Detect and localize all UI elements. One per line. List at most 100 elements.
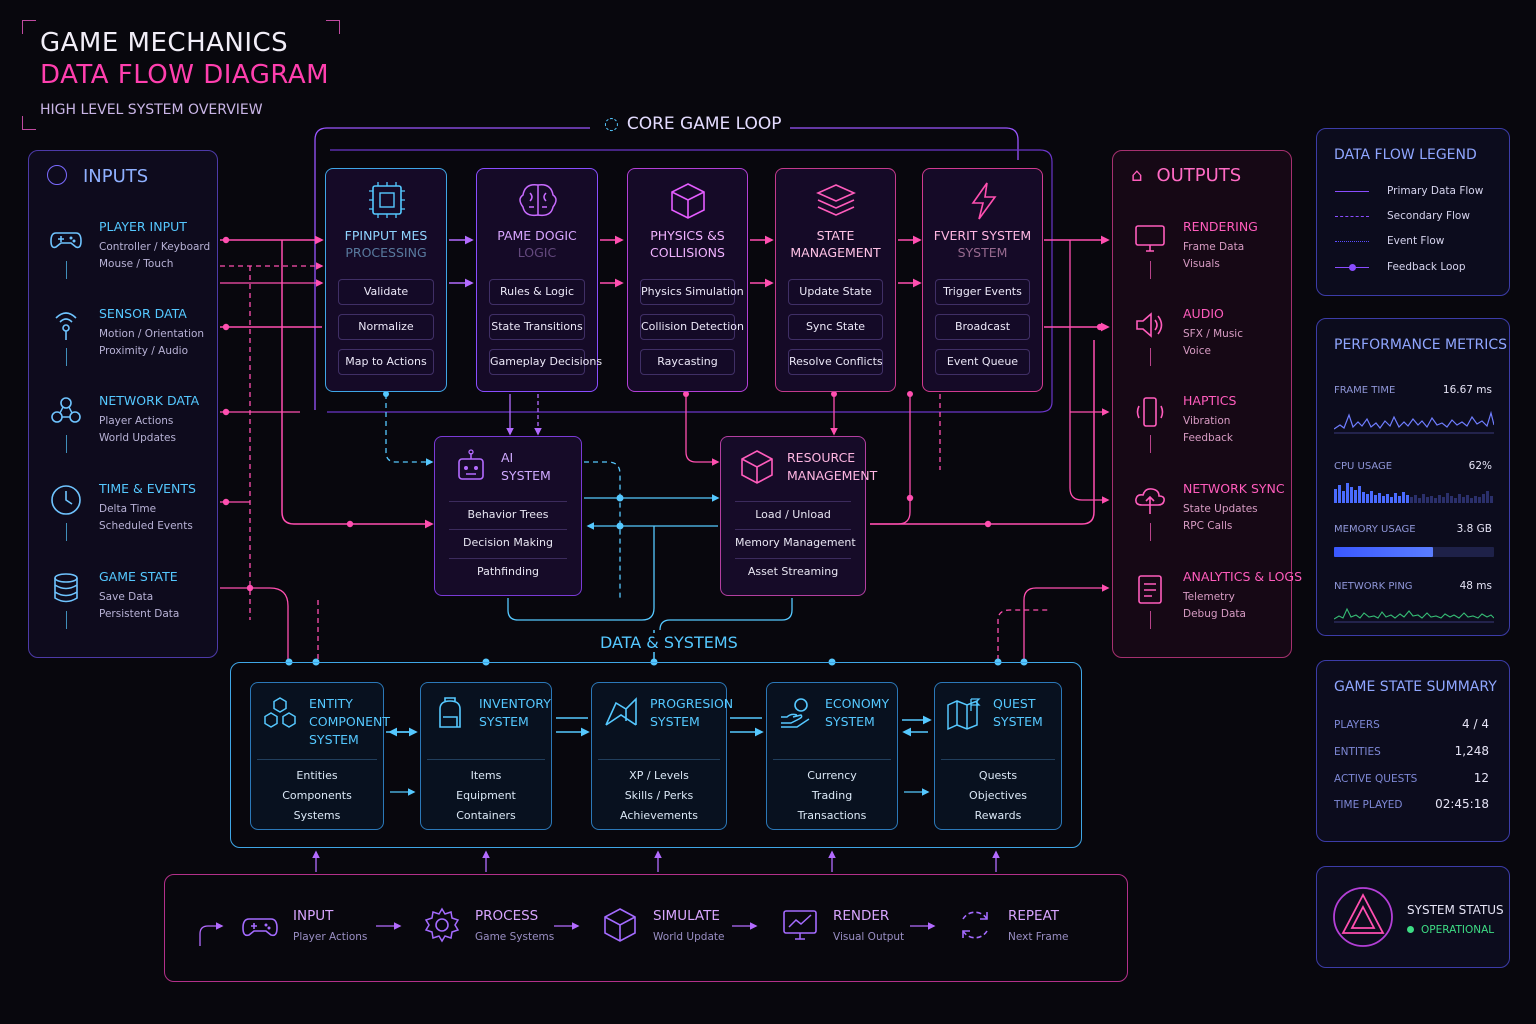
output-tick bbox=[1150, 523, 1151, 541]
card-title-line: QUEST bbox=[993, 696, 1036, 711]
gamepad-icon bbox=[242, 918, 278, 937]
output-audio[interactable]: AUDIO SFX / Music Voice bbox=[1129, 300, 1299, 384]
game-state-label: TIME PLAYED bbox=[1334, 799, 1403, 811]
card-row: Raycasting bbox=[640, 349, 735, 375]
card-title-line: FVERIT SYSTEM bbox=[933, 228, 1032, 243]
clock-icon bbox=[51, 485, 81, 515]
input-line: Delta Time bbox=[99, 503, 157, 515]
input-game-state[interactable]: GAME STATE Save Data Persistent Data bbox=[45, 563, 215, 647]
card-title-line: SYSTEM bbox=[957, 245, 1008, 260]
game-state-value: 4 / 4 bbox=[1462, 717, 1489, 731]
card-row: Behavior Trees bbox=[449, 501, 567, 526]
game-state-value: 1,248 bbox=[1454, 744, 1489, 758]
card-title-line: PROGRESION bbox=[650, 696, 734, 711]
core-loop-label: ◌CORE GAME LOOP bbox=[604, 114, 782, 134]
output-network-sync[interactable]: NETWORK SYNC State Updates RPC Calls bbox=[1129, 475, 1299, 559]
input-sensor[interactable]: SENSOR DATA Motion / Orientation Proximi… bbox=[45, 300, 215, 384]
output-analytics[interactable]: ANALYTICS & LOGS Telemetry Debug Data bbox=[1129, 563, 1303, 647]
card-row: Gameplay Decisions bbox=[489, 349, 602, 375]
output-line: RPC Calls bbox=[1183, 520, 1233, 532]
clipboard-icon bbox=[1138, 575, 1162, 604]
legend-label: Primary Data Flow bbox=[1387, 185, 1484, 197]
card-row: Rules & Logic bbox=[489, 279, 585, 305]
game-state-value: 12 bbox=[1473, 771, 1489, 785]
game-state-title: GAME STATE SUMMARY bbox=[1334, 679, 1497, 695]
memory-usage-fill bbox=[1334, 547, 1434, 557]
card-title-line: SYSTEM bbox=[479, 714, 529, 729]
flow-step-title: RENDER bbox=[833, 908, 890, 924]
system-status-panel: SYSTEM STATUS OPERATIONAL bbox=[1316, 866, 1510, 968]
card-row: Trigger Events bbox=[935, 279, 1030, 305]
input-tick bbox=[66, 261, 67, 279]
page-title-line1: GAME MECHANICS bbox=[40, 28, 289, 58]
card-title-line: SYSTEM bbox=[993, 714, 1043, 729]
card-row: XP / Levels bbox=[629, 769, 689, 782]
card-row: Containers bbox=[456, 809, 516, 822]
input-time[interactable]: TIME & EVENTS Delta Time Scheduled Event… bbox=[45, 475, 215, 559]
input-line: Save Data bbox=[99, 591, 154, 603]
card-row: Items bbox=[470, 769, 502, 782]
output-tick bbox=[1150, 611, 1151, 629]
legend-title: DATA FLOW LEGEND bbox=[1334, 147, 1477, 163]
flow-step-sub: World Update bbox=[653, 931, 725, 943]
data-systems-frame bbox=[230, 662, 1082, 848]
input-line: Scheduled Events bbox=[99, 520, 193, 532]
inputs-panel: INPUTS PLAYER INPUT Controller / Keyboar… bbox=[28, 150, 218, 658]
input-title: TIME & EVENTS bbox=[99, 481, 196, 496]
metric-label: FRAME TIME bbox=[1334, 385, 1396, 396]
input-player[interactable]: PLAYER INPUT Controller / Keyboard Mouse… bbox=[45, 213, 215, 297]
card-row: Components bbox=[282, 789, 352, 802]
output-haptics[interactable]: HAPTICS Vibration Feedback bbox=[1129, 387, 1299, 471]
card-title-line: SYSTEM bbox=[650, 714, 700, 729]
feedback-dot-icon bbox=[1349, 264, 1356, 271]
game-state-label: ENTITIES bbox=[1334, 746, 1381, 758]
refresh-icon bbox=[962, 911, 988, 939]
output-title: ANALYTICS & LOGS bbox=[1183, 569, 1303, 584]
input-title: NETWORK DATA bbox=[99, 393, 200, 408]
game-state-summary-panel: GAME STATE SUMMARY PLAYERS 4 / 4 ENTITIE… bbox=[1316, 660, 1510, 842]
layers-icon bbox=[816, 184, 856, 216]
inputs-heading: INPUTS bbox=[47, 165, 148, 187]
input-tick bbox=[66, 435, 67, 453]
monitor-icon bbox=[1135, 225, 1165, 252]
output-rendering[interactable]: RENDERING Frame Data Visuals bbox=[1129, 213, 1299, 297]
card-row: Equipment bbox=[456, 789, 516, 802]
flow-step-sub: Visual Output bbox=[833, 931, 905, 943]
box-icon bbox=[741, 450, 773, 484]
card-row: Quests bbox=[978, 769, 1018, 782]
input-line: Motion / Orientation bbox=[99, 328, 205, 340]
performance-metrics-panel: PERFORMANCE METRICS FRAME TIME 16.67 ms … bbox=[1316, 318, 1510, 636]
card-title-line: RESOURCE bbox=[787, 450, 856, 465]
gear-icon bbox=[424, 907, 460, 943]
card-title-line: PAME DOGIC bbox=[497, 228, 577, 243]
input-network[interactable]: NETWORK DATA Player Actions World Update… bbox=[45, 387, 215, 471]
metrics-title: PERFORMANCE METRICS bbox=[1334, 337, 1508, 353]
game-loop-flow-frame bbox=[164, 874, 1128, 982]
output-line: Debug Data bbox=[1183, 608, 1246, 620]
page-title-line2: DATA FLOW DIAGRAM bbox=[40, 60, 330, 90]
card-row: Load / Unload bbox=[735, 501, 851, 526]
card-title-line: ECONOMY bbox=[825, 696, 890, 711]
triangle-logo-icon bbox=[1333, 887, 1393, 947]
output-tick bbox=[1150, 261, 1151, 279]
cube-icon bbox=[604, 908, 636, 942]
output-line: Telemetry bbox=[1183, 591, 1235, 603]
output-line: State Updates bbox=[1183, 503, 1258, 515]
card-title-line: SYSTEM bbox=[825, 714, 875, 729]
home-icon: ⌂ bbox=[1131, 165, 1143, 186]
output-line: Frame Data bbox=[1183, 241, 1245, 253]
card-row: Objectives bbox=[969, 789, 1027, 802]
card-row: Physics Simulation bbox=[640, 279, 744, 305]
